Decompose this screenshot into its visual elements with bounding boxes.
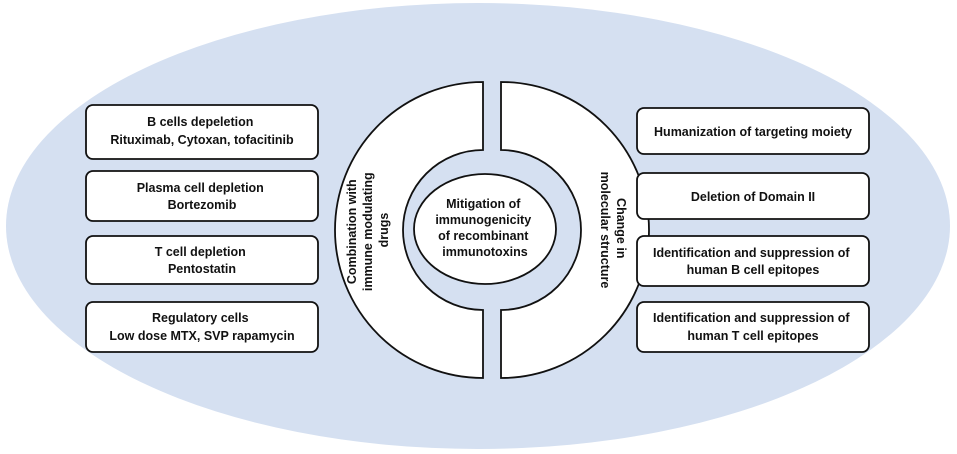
right-box-3-text: Identification and suppression of human … [653,246,853,277]
left-arc-line-2: immune modulating [361,172,375,291]
right-box-2 [636,172,870,220]
right-box-3-line-1: Identification and suppression of [653,246,850,260]
right-box-2-text: Deletion of Domain II [691,190,815,204]
left-box-2-text: Plasma cell depletion Bortezomib [137,181,268,212]
right-box-3-line-2: human B cell epitopes [687,263,820,277]
left-box-4-line-1: Regulatory cells [152,311,249,325]
right-box-4 [636,301,870,353]
left-box-1 [85,104,319,160]
left-box-2-line-2: Bortezomib [168,198,237,212]
center-line-1: Mitigation of [446,197,521,211]
left-box-1-text: B cells depeletion Rituximab, Cytoxan, t… [110,115,294,147]
right-box-1-text: Humanization of targeting moiety [654,125,852,139]
right-arc-line-2: molecular structure [598,172,612,289]
left-arc-label: Combination with immune modulating drugs [345,169,391,291]
left-box-4 [85,301,319,353]
left-box-3-line-1: T cell depletion [155,245,246,259]
left-box-3 [85,235,319,285]
left-box-1-line-2: Rituximab, Cytoxan, tofacitinib [110,133,294,147]
center-line-2: immunogenicity [435,213,531,227]
left-box-3-line-2: Pentostatin [168,262,236,276]
center-ellipse [413,173,557,285]
right-box-1-line-1: Humanization of targeting moiety [654,125,852,139]
left-arc-line-3: drugs [377,213,391,248]
left-box-1-line-1: B cells depeletion [147,115,253,129]
center-line-4: immunotoxins [442,245,527,259]
right-arc-label: Change in molecular structure [598,172,628,289]
left-arc-line-1: Combination with [345,179,359,284]
left-box-2 [85,170,319,222]
left-box-2-line-1: Plasma cell depletion [137,181,264,195]
center-text: Mitigation of immunogenicity of recombin… [435,197,534,259]
left-box-3-text: T cell depletion Pentostatin [155,245,249,276]
left-box-4-text: Regulatory cells Low dose MTX, SVP rapam… [109,311,294,343]
right-arc-line-1: Change in [614,198,628,258]
center-line-3: of recombinant [438,229,529,243]
right-half-ring [500,81,650,379]
right-box-4-text: Identification and suppression of human … [653,311,853,343]
left-box-4-line-2: Low dose MTX, SVP rapamycin [109,329,294,343]
right-box-4-line-1: Identification and suppression of [653,311,850,325]
right-box-2-line-1: Deletion of Domain II [691,190,815,204]
left-half-ring [334,81,484,379]
left-boxes [85,104,319,353]
right-box-3 [636,235,870,287]
right-box-4-line-2: human T cell epitopes [687,329,818,343]
right-boxes [636,107,870,353]
right-box-1 [636,107,870,155]
